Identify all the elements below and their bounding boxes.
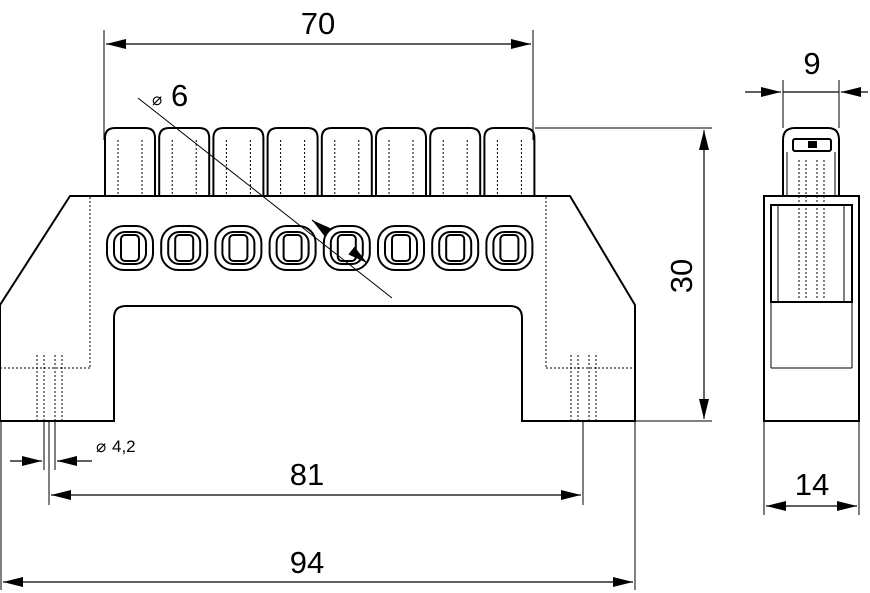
screw-head	[375, 127, 427, 196]
front-view	[0, 97, 636, 505]
terminal-hole	[160, 225, 209, 271]
dim-overall-length-label: 94	[290, 545, 324, 580]
terminal-hole	[214, 225, 263, 271]
dim-mount-hole-label: 4,2	[112, 437, 136, 456]
terminal-hole	[431, 225, 480, 271]
side-view	[763, 127, 860, 422]
screw-head	[483, 127, 536, 196]
dim-height-label: 30	[664, 259, 699, 293]
dim-side-width-top-label: 9	[803, 46, 820, 81]
dim-9: 9	[745, 46, 868, 128]
diameter-symbol: ⌀	[152, 90, 162, 109]
terminal-hole	[268, 225, 317, 271]
terminal-hole	[377, 225, 425, 271]
screw-head	[104, 127, 156, 196]
terminal-hole	[485, 225, 534, 271]
dim-mount-spacing-label: 81	[290, 457, 324, 492]
dim-94: 94	[0, 421, 636, 590]
dim-70: 70	[103, 6, 534, 140]
dim-side-width-bottom-label: 14	[795, 467, 829, 502]
body-outline	[0, 195, 636, 422]
terminal-holes	[106, 225, 534, 271]
screw-head	[266, 127, 319, 196]
screw-head	[429, 127, 482, 196]
diameter-leader	[137, 97, 393, 299]
diameter-symbol-small: ⌀	[96, 437, 106, 456]
dim-length-top-label: 70	[301, 6, 335, 41]
screw-head	[320, 127, 373, 196]
dim-30: 30	[535, 127, 712, 422]
dim-81: 81	[51, 457, 581, 500]
screw-head	[158, 127, 211, 196]
screw-head	[212, 127, 265, 196]
dim-diameter-6: ⌀ 6	[152, 78, 188, 113]
terminal-hole	[322, 225, 371, 271]
terminal-hole	[106, 225, 154, 271]
screw-heads	[104, 127, 536, 196]
dim-diameter-4-2: ⌀ 4,2	[10, 421, 136, 470]
dim-14: 14	[763, 421, 860, 515]
dim-hole-diameter-label: 6	[171, 78, 188, 113]
